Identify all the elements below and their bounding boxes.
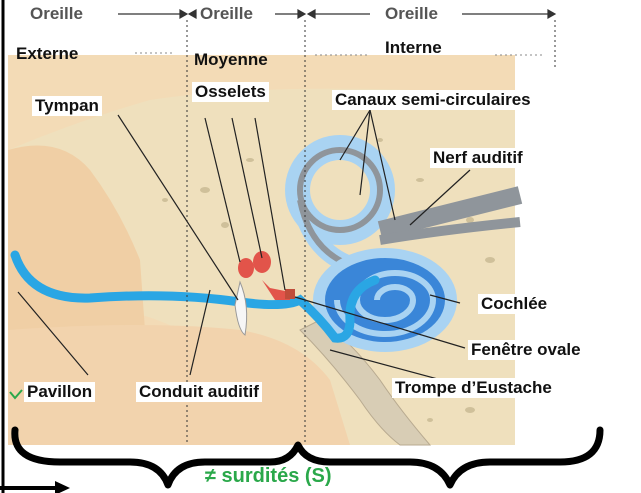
label-surdites: ≠ surdités (S) <box>205 466 332 486</box>
label-trompe-eustache: Trompe d’Eustache <box>392 378 555 398</box>
label-fenetre-ovale: Fenêtre ovale <box>468 340 584 360</box>
header-teal-fragment <box>462 4 467 24</box>
label-conduit-auditif: Conduit auditif <box>136 382 262 402</box>
label-canaux: Canaux semi-circulaires <box>332 90 534 110</box>
zone-moyenne: Moyenne <box>194 50 268 70</box>
label-nerf-auditif: Nerf auditif <box>430 148 526 168</box>
zone-externe: Externe <box>16 44 78 64</box>
header-oreille-externe: Oreille <box>30 4 83 24</box>
header-oreille-interne: Oreille <box>385 4 438 24</box>
label-osselets: Osselets <box>192 82 269 102</box>
label-tympan: Tympan <box>32 96 102 116</box>
header-oreille-moyenne: Oreille <box>200 4 253 24</box>
header-arrows <box>118 10 555 18</box>
zone-interne: Interne <box>385 38 442 58</box>
label-pavillon: Pavillon <box>24 382 95 402</box>
bottom-left-arrowhead <box>55 481 70 493</box>
label-cochlee: Cochlée <box>478 294 550 314</box>
